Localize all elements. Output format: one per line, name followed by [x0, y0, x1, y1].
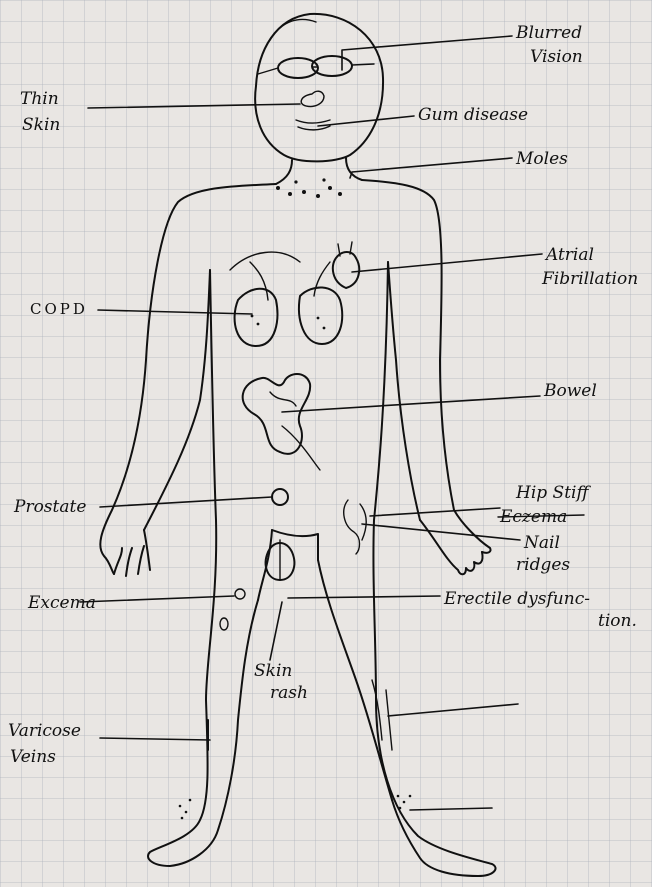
label-nail-ridges-1: Nail: [523, 533, 560, 553]
label-blurred-vision-2: Vision: [530, 47, 583, 67]
label-skin-rash-1: Skin: [254, 661, 292, 681]
label-gum-disease: Gum disease: [418, 105, 528, 125]
label-thin-skin-2: Skin: [22, 115, 60, 135]
label-atrial-fibrillation-2: Fibrillation: [541, 269, 638, 289]
label-blurred-vision-1: Blurred: [515, 23, 582, 43]
label-varicose-veins-2: Veins: [10, 747, 56, 767]
label-copd: COPD: [30, 300, 88, 318]
label-skin-rash-2: rash: [270, 683, 308, 703]
label-atrial-fibrillation-1: Atrial: [544, 245, 594, 265]
label-prostate: Prostate: [13, 497, 86, 517]
label-varicose-veins-1: Varicose: [8, 721, 81, 741]
label-thin-skin-1: Thin: [20, 89, 59, 109]
label-bowel: Bowel: [543, 381, 597, 401]
label-erectile-dysfunction-1: Erectile dysfunc-: [443, 589, 590, 609]
label-nail-ridges-2: ridges: [516, 555, 570, 575]
label-hip-stiff: Hip Stiff: [515, 483, 591, 503]
label-moles: Moles: [515, 149, 568, 169]
label-excema: Excema: [27, 593, 96, 613]
label-erectile-dysfunction-2: tion.: [598, 611, 637, 631]
